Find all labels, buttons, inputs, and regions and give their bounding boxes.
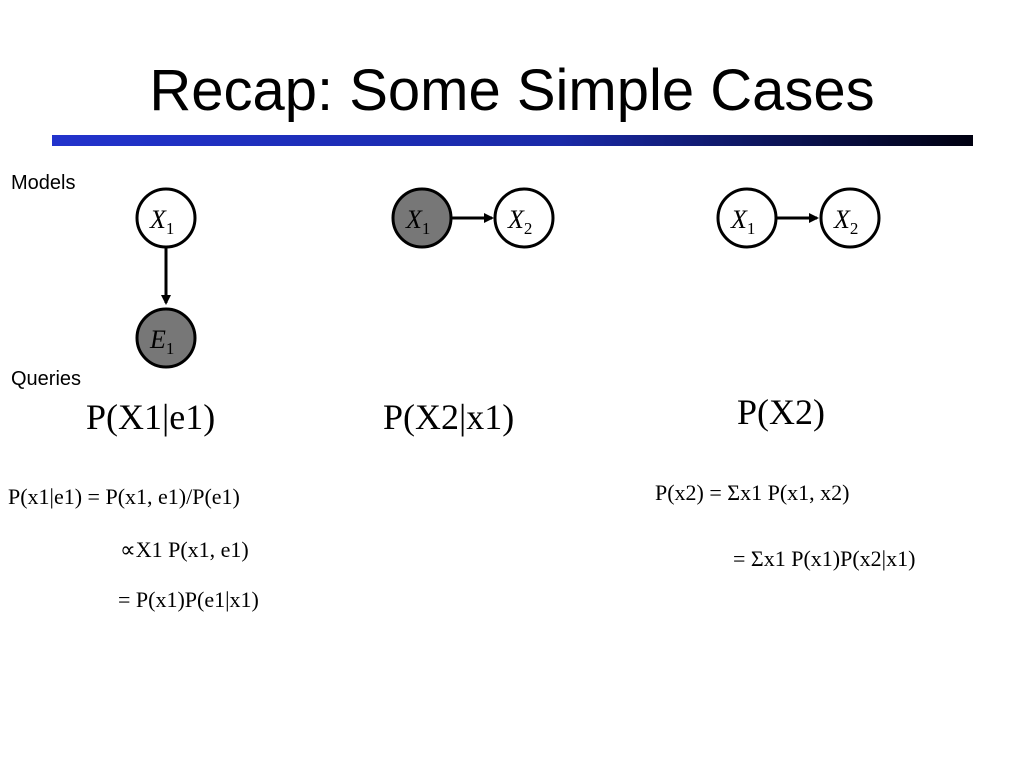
models-label: Models [11,172,76,194]
derivation-3-line-2: = Σx1 P(x1)P(x2|x1) [733,546,916,571]
model-1: X1 E1 [135,187,197,369]
node-x1 [716,187,778,249]
derivation-1-line-2: ∝X1 P(x1, e1) [120,537,249,562]
node-x2 [493,187,555,249]
queries-label: Queries [11,368,82,390]
node-e1-label: E1 [149,325,174,358]
model-2: X1 X2 [391,187,555,249]
query-2: P(X2|x1) [383,397,515,437]
derivation-1-line-3: = P(x1)P(e1|x1) [118,587,259,612]
node-x1-observed [391,187,453,249]
model-diagrams: X1 E1 X1 X2 X1 X2 [135,187,881,369]
derivation-1-line-1: P(x1|e1) = P(x1, e1)/P(e1) [8,484,240,509]
node-x1-label: X1 [149,205,174,238]
node-x1-label: X1 [730,205,755,238]
node-x2 [819,187,881,249]
slide-title: Recap: Some Simple Cases [149,58,875,123]
model-3: X1 X2 [716,187,881,249]
title-underline [52,135,973,146]
query-3: P(X2) [737,392,825,432]
node-x2-label: X2 [833,205,858,238]
node-x1 [135,187,197,249]
node-x2-label: X2 [507,205,532,238]
node-x1-label: X1 [405,205,430,238]
derivation-3-line-1: P(x2) = Σx1 P(x1, x2) [655,480,850,505]
node-e1 [135,307,197,369]
query-1: P(X1|e1) [86,397,216,437]
